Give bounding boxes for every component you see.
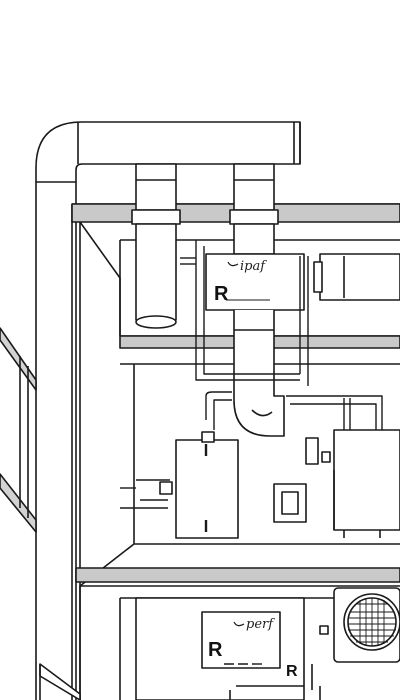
upper-code-label: R	[214, 283, 229, 305]
upper-brand-label: ipaf	[240, 259, 267, 274]
lower-side-code-label: R	[286, 663, 298, 680]
side-panel	[0, 327, 81, 700]
thermostat	[273, 483, 307, 523]
control-box	[305, 437, 331, 465]
upper-right-tank	[313, 253, 400, 301]
middle-boiler	[159, 431, 239, 539]
water-heater	[333, 429, 400, 538]
piping	[120, 240, 383, 509]
top-duct	[35, 121, 301, 700]
elbow-flue	[233, 310, 285, 437]
flue-pipe-left	[131, 163, 181, 329]
lower-code-label: R	[208, 639, 223, 661]
upper-boiler-unit: ipaf R	[205, 253, 305, 311]
outdoor-fan-unit	[333, 587, 400, 663]
lower-brand-label: perf	[246, 617, 275, 632]
flue-pipe-right	[229, 163, 279, 255]
lower-boiler-unit: perf R R	[135, 597, 329, 700]
